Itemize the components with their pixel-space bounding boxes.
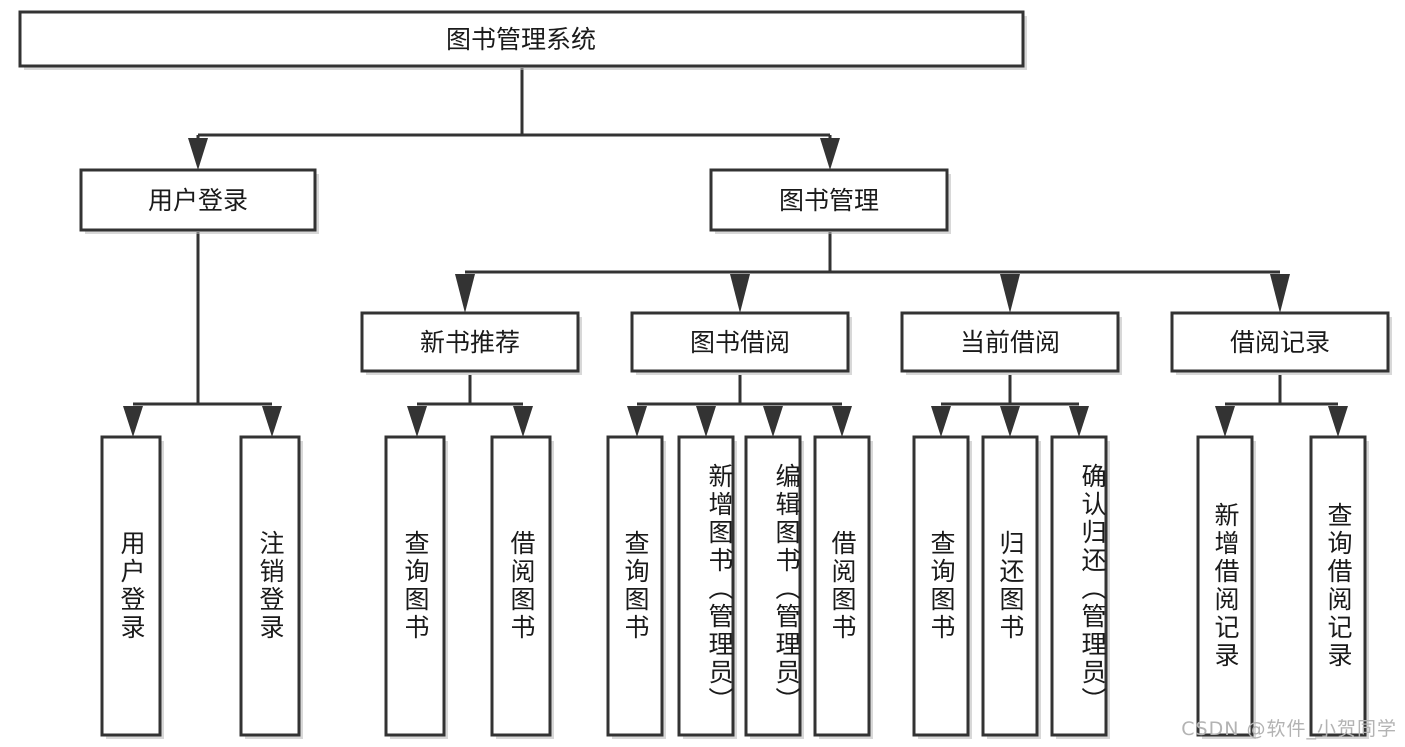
- arrow-bb-leaf-4: [832, 406, 852, 437]
- leaf-br-1[interactable]: [1196, 435, 1256, 739]
- arrow-to-borrow-records: [1270, 274, 1290, 313]
- leaf-br-2-box[interactable]: [1309, 435, 1367, 737]
- arrow-user-login-leaf-2: [262, 406, 282, 437]
- node-book-manage[interactable]: 图书管理: [709, 168, 951, 234]
- node-borrow-records[interactable]: 借阅记录: [1170, 311, 1392, 375]
- leaf-cb-3-box[interactable]: [1050, 435, 1108, 737]
- arrow-br-leaf-2: [1328, 406, 1348, 437]
- leaf-bb-2-box[interactable]: [677, 435, 735, 737]
- node-borrow-records-box[interactable]: [1170, 311, 1390, 373]
- arrow-bb-leaf-3: [763, 406, 783, 437]
- connector-group-current-borrow: [931, 375, 1089, 437]
- leaf-br-2[interactable]: [1309, 435, 1369, 739]
- node-root-label: 图书管理系统: [446, 25, 596, 54]
- node-current-borrow-label: 当前借阅: [960, 328, 1060, 357]
- arrow-nbr-leaf-2: [513, 406, 533, 437]
- node-current-borrow-box[interactable]: [900, 311, 1120, 373]
- connector-group-root: [188, 68, 840, 170]
- leaf-nbr-1-box[interactable]: [384, 435, 446, 737]
- leaf-cb-2-box[interactable]: [981, 435, 1039, 737]
- node-new-book-recommend[interactable]: 新书推荐: [360, 311, 582, 375]
- node-root-box[interactable]: [18, 10, 1025, 68]
- node-user-login-box[interactable]: [79, 168, 317, 232]
- node-user-login[interactable]: 用户登录: [79, 168, 319, 234]
- arrow-to-book-borrow: [730, 274, 750, 313]
- leaf-cb-1[interactable]: [912, 435, 972, 739]
- connector-group-borrow-records: [1215, 375, 1348, 437]
- leaf-bb-3[interactable]: [744, 435, 804, 739]
- connector-group-book-manage: [455, 232, 1290, 313]
- arrow-to-new-book-recommend: [455, 274, 475, 313]
- node-user-login-label: 用户登录: [148, 186, 248, 215]
- leaf-bb-1-box[interactable]: [606, 435, 664, 737]
- connector-group-book-borrow: [627, 375, 852, 437]
- leaf-bb-4-box[interactable]: [813, 435, 871, 737]
- leaf-bb-2[interactable]: [677, 435, 737, 739]
- arrow-bb-leaf-1: [627, 406, 647, 437]
- leaf-nbr-2[interactable]: [490, 435, 554, 739]
- leaf-user-login-1-box[interactable]: [100, 435, 162, 737]
- arrow-cb-leaf-3: [1069, 406, 1089, 437]
- leaf-cb-3[interactable]: [1050, 435, 1110, 739]
- leaf-bb-1[interactable]: [606, 435, 666, 739]
- arrow-br-leaf-1: [1215, 406, 1235, 437]
- arrow-bb-leaf-2: [696, 406, 716, 437]
- leaf-user-login-2-box[interactable]: [239, 435, 301, 737]
- arrow-root-to-user-login: [188, 138, 208, 170]
- node-book-borrow-label: 图书借阅: [690, 328, 790, 357]
- connector-group-user-login: [123, 232, 282, 437]
- arrow-to-current-borrow: [1000, 274, 1020, 313]
- arrow-user-login-leaf-1: [123, 406, 143, 437]
- leaf-user-login-2[interactable]: [239, 435, 303, 739]
- leaf-cb-1-box[interactable]: [912, 435, 970, 737]
- leaf-bb-4[interactable]: [813, 435, 873, 739]
- arrow-nbr-leaf-1: [407, 406, 427, 437]
- arrow-cb-leaf-1: [931, 406, 951, 437]
- node-current-borrow[interactable]: 当前借阅: [900, 311, 1122, 375]
- watermark-text: CSDN @软件_小贺同学: [1181, 718, 1397, 740]
- leaf-nbr-1[interactable]: [384, 435, 448, 739]
- leaf-br-1-box[interactable]: [1196, 435, 1254, 737]
- node-book-borrow[interactable]: 图书借阅: [630, 311, 852, 375]
- leaf-bb-3-box[interactable]: [744, 435, 802, 737]
- node-borrow-records-label: 借阅记录: [1230, 328, 1330, 357]
- leaf-user-login-1[interactable]: [100, 435, 164, 739]
- arrow-root-to-book-manage: [820, 138, 840, 170]
- arrow-cb-leaf-2: [1000, 406, 1020, 437]
- leaf-nbr-2-box[interactable]: [490, 435, 552, 737]
- leaf-cb-2[interactable]: [981, 435, 1041, 739]
- node-book-manage-box[interactable]: [709, 168, 949, 232]
- node-book-manage-label: 图书管理: [779, 186, 879, 215]
- node-book-borrow-box[interactable]: [630, 311, 850, 373]
- node-new-book-recommend-label: 新书推荐: [420, 328, 520, 357]
- connector-group-new-book-recommend: [407, 375, 533, 437]
- node-root[interactable]: 图书管理系统: [18, 10, 1027, 70]
- node-new-book-recommend-box[interactable]: [360, 311, 580, 373]
